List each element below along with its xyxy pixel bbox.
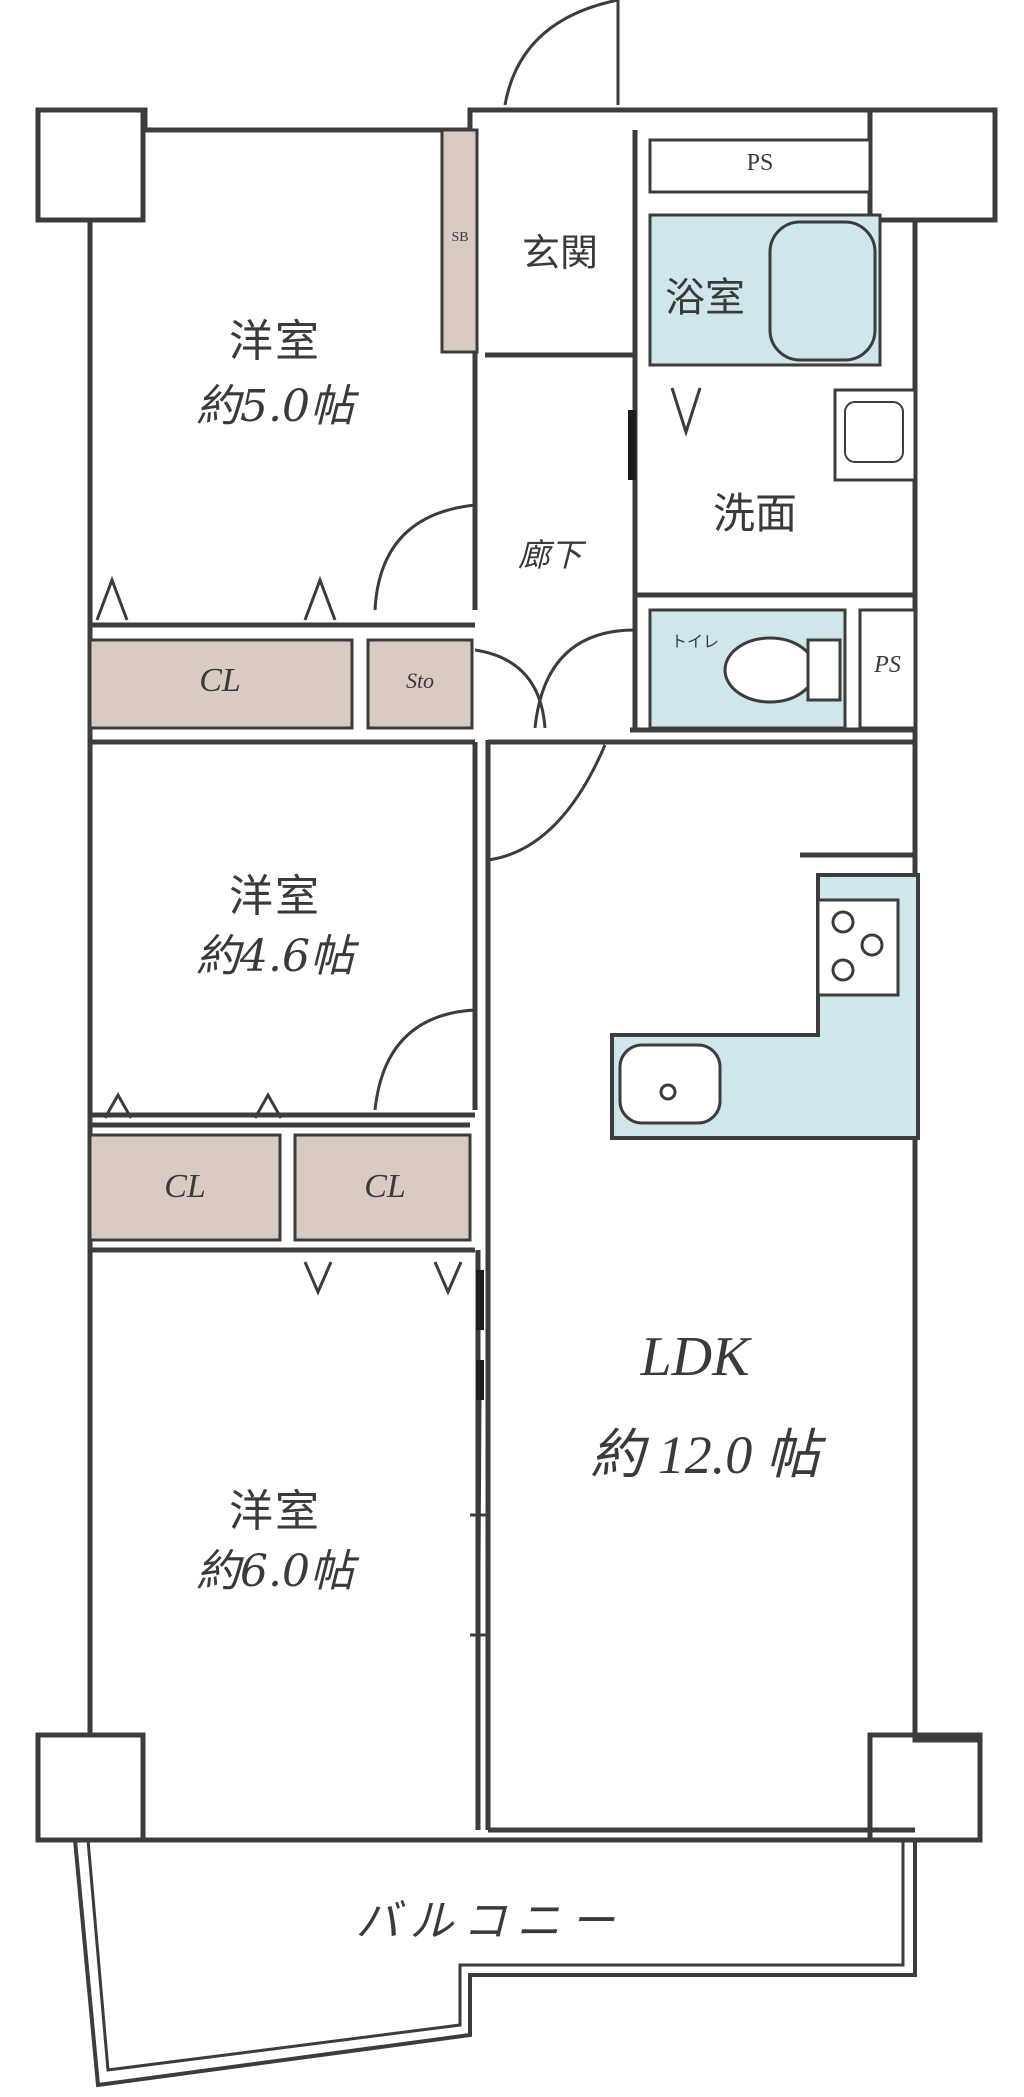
- toilet-bowl: [723, 636, 817, 704]
- room-western2-size: 約4.6帖: [196, 931, 354, 982]
- storage-sto-label: Sto: [405, 668, 435, 693]
- room-washroom-name: 洗面: [712, 489, 797, 538]
- ps-top: [648, 138, 872, 194]
- door-entrance: [503, 0, 620, 106]
- door-toilet: [533, 628, 636, 729]
- closet-1-label: CL: [199, 662, 241, 699]
- room-western2-name: 洋室: [229, 871, 321, 922]
- balcony-outline: [73, 1839, 917, 2088]
- room-western3-name: 洋室: [229, 1486, 321, 1537]
- closet-3-label: CL: [364, 1168, 406, 1205]
- column: [35, 107, 146, 223]
- cooktop: [816, 898, 900, 997]
- closet-3: [293, 1133, 472, 1242]
- room-western1-name: 洋室: [229, 316, 321, 367]
- storage-sto: [366, 638, 474, 730]
- door-ldk: [487, 744, 607, 862]
- column: [35, 1732, 146, 1843]
- bathtub: [768, 220, 877, 362]
- room-ldk-name: LDK: [640, 1326, 750, 1388]
- door-room2: [373, 1008, 476, 1111]
- closet-1: [88, 638, 354, 730]
- exterior-wall-left: [35, 110, 93, 1843]
- closet-2-label: CL: [164, 1168, 206, 1205]
- column: [867, 1732, 983, 1843]
- room-bath-name: 浴室: [665, 275, 745, 321]
- door-room1: [373, 503, 476, 611]
- room-western3-size: 約6.0帖: [196, 1546, 354, 1597]
- closet-2: [88, 1133, 282, 1242]
- room-western1-size: 約5.0帖: [196, 381, 354, 432]
- room-entrance-name: 玄関: [521, 231, 598, 275]
- shoe-box: [440, 128, 479, 354]
- shoe-box-label: SB: [451, 230, 469, 245]
- ps-top-label: PS: [746, 150, 774, 176]
- ps-side-label: PS: [874, 652, 901, 678]
- door-sto: [474, 648, 547, 729]
- room-balcony-name: バルコニー: [355, 1896, 625, 1947]
- ps-side: [858, 608, 917, 730]
- room-ldk-size: 約 12.0 帖: [590, 1425, 820, 1485]
- room-toilet-name: トイレ: [670, 632, 719, 651]
- column: [867, 107, 998, 223]
- room-hallway-name: 廊下: [517, 536, 582, 574]
